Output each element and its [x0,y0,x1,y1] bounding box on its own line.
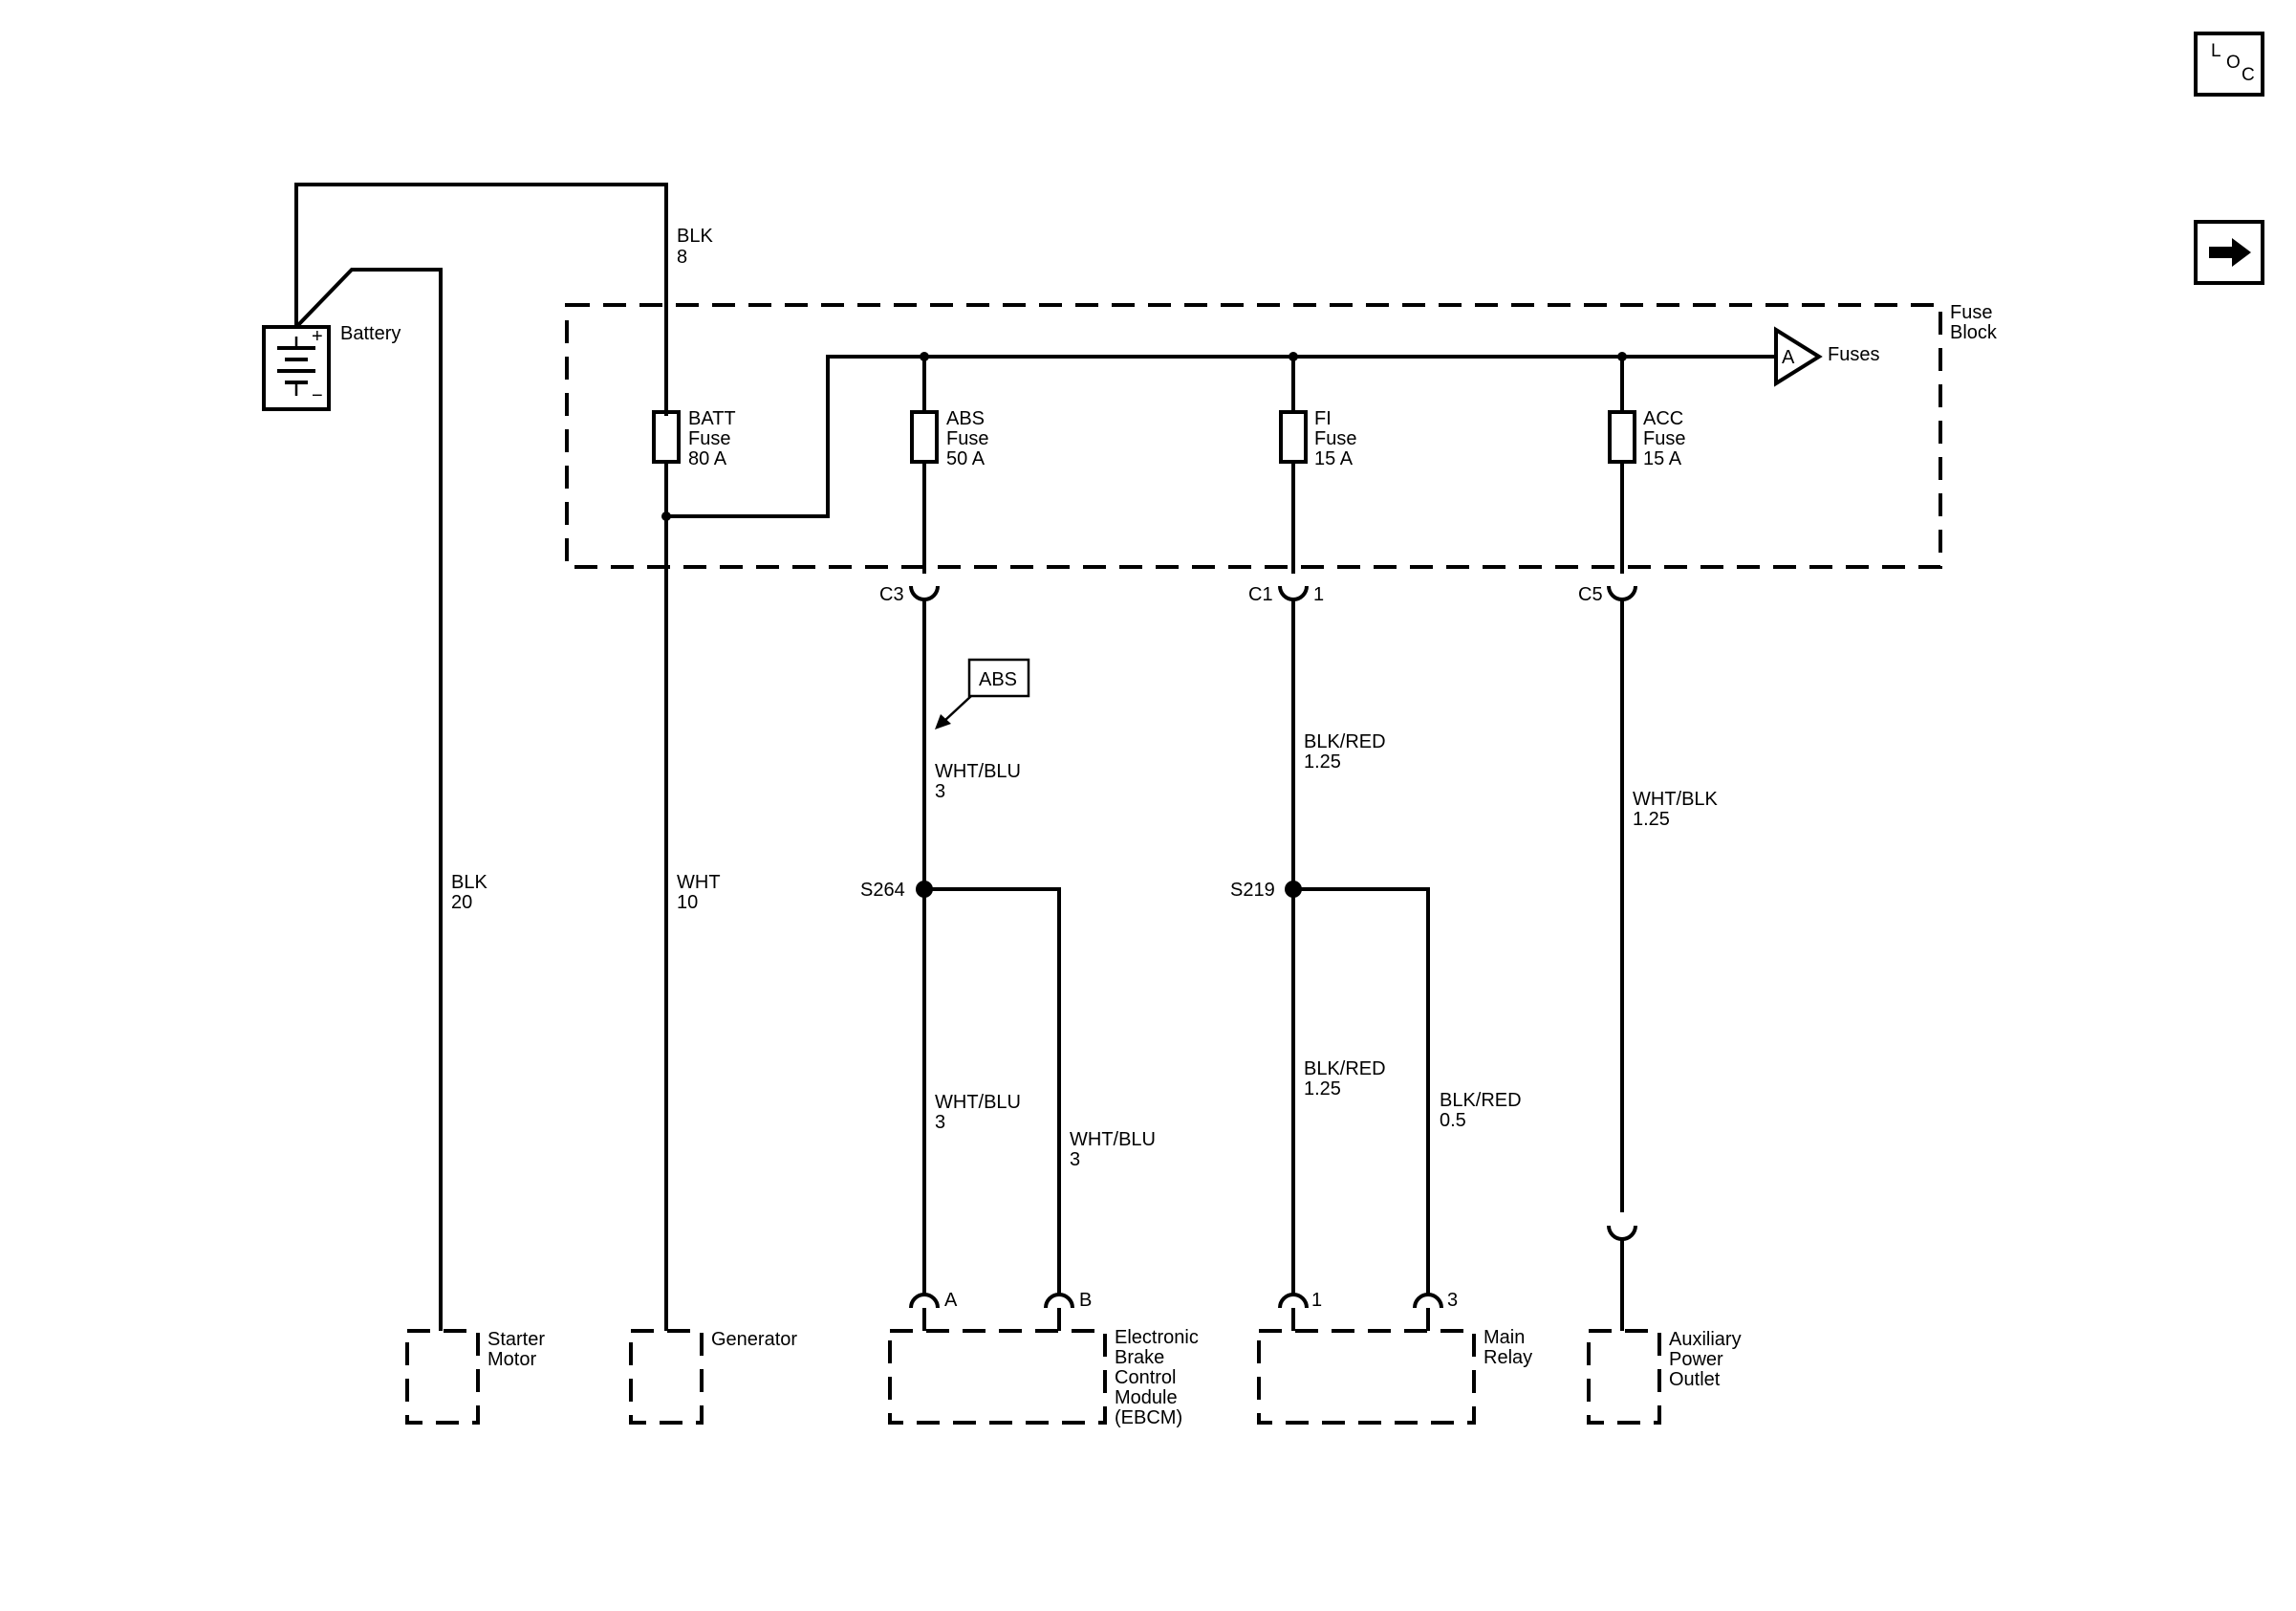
fi-fuse[interactable] [1279,410,1308,464]
batt-fuse-label: BATT Fuse 80 A [688,408,741,469]
location-letter-l: L [2211,41,2221,61]
batt-bus-junction [661,512,671,521]
connector-c1-pin: 1 [1313,584,1324,605]
relay-pin-3-connector[interactable] [1413,1293,1443,1309]
starter-motor-box[interactable] [405,1329,480,1425]
fuses-reference-arrow[interactable] [1774,326,1823,387]
ebcm-pin-b-label: B [1079,1290,1092,1311]
acc-fuse[interactable] [1608,410,1636,464]
wire-blk-8-color: BLK [677,226,713,247]
wire-blk-red-mid-color: BLK/RED [1304,1058,1386,1079]
connector-c3[interactable] [909,585,940,601]
wire-blk-20[interactable] [294,268,443,1331]
wire-wht-blk-color: WHT/BLK [1633,789,1719,810]
abs-tag-box[interactable] [967,658,1030,698]
ebcm-pin-a-connector[interactable] [909,1293,940,1309]
fuses-reference-label: Fuses [1828,344,1879,365]
arrow-right-icon [2209,238,2251,267]
generator-label: Generator [711,1329,797,1350]
next-page-button[interactable] [2194,220,2264,285]
abs-tag-arrowhead [935,714,951,729]
auxiliary-power-outlet-label: Auxiliary Power Outlet [1669,1329,1746,1390]
apo-inline-connector[interactable] [1607,1225,1637,1241]
auxiliary-power-outlet-box[interactable] [1587,1329,1661,1425]
connector-c1-label: C1 [1248,584,1273,605]
splice-s219-label: S219 [1230,880,1275,901]
main-relay-box[interactable] [1257,1329,1476,1425]
wire-wht-blu-branch-color: WHT/BLU [1070,1129,1156,1150]
wire-blk-red-top-color: BLK/RED [1304,731,1386,752]
fi-fuse-label: FI Fuse 15 A [1314,408,1362,469]
fuse-bus-bar [666,355,1776,518]
connector-c5[interactable] [1607,585,1637,601]
battery-plus-sign: + [312,326,323,347]
batt-fuse[interactable] [652,410,681,464]
relay-pin-3-label: 3 [1447,1290,1458,1311]
location-letter-c: C [2242,65,2255,85]
connector-c1[interactable] [1278,585,1309,601]
abs-fuse[interactable] [910,410,939,464]
abs-fuse-label: ABS Fuse 50 A [946,408,994,469]
fuses-reference-letter: A [1782,347,1795,368]
wire-blk-20-size: 20 [451,892,472,913]
wire-wht-blu-mid-color: WHT/BLU [935,1092,1021,1113]
battery-label: Battery [340,323,401,344]
wire-blk-red-mid-size: 1.25 [1304,1078,1341,1099]
wire-blk-8[interactable] [294,183,668,416]
main-relay-label: Main Relay [1484,1327,1532,1368]
wire-blk-red-branch[interactable] [1293,887,1430,1295]
wire-wht-blu-branch-size: 3 [1070,1149,1080,1170]
wire-wht-10-color: WHT [677,872,721,893]
wire-blk-red-branch-color: BLK/RED [1440,1090,1522,1111]
ebcm-pin-b-connector[interactable] [1044,1293,1074,1309]
wire-blk-red-top-size: 1.25 [1304,751,1341,773]
wire-wht-blu-top-color: WHT/BLU [935,761,1021,782]
wire-blk-20-color: BLK [451,872,487,893]
acc-fuse-label: ACC Fuse 15 A [1643,408,1691,469]
wire-wht-blu-branch[interactable] [924,887,1061,1295]
location-letter-o: O [2226,53,2241,73]
abs-tag-label: ABS [979,669,1017,690]
relay-pin-1-label: 1 [1311,1290,1322,1311]
fuse-block-outline [565,303,1942,569]
relay-pin-1-connector[interactable] [1278,1293,1309,1309]
ebcm-pin-a-label: A [944,1290,958,1311]
connector-c3-label: C3 [879,584,904,605]
wire-blk-8-size: 8 [677,247,687,268]
splice-s264-label: S264 [860,880,905,901]
wire-wht-blu-top-size: 3 [935,781,945,802]
wire-wht-blu-mid-size: 3 [935,1112,945,1133]
ebcm-label: Electronic Brake Control Module (EBCM) [1115,1327,1203,1428]
ebcm-box[interactable] [888,1329,1107,1425]
battery-minus-sign: − [312,385,323,406]
generator-box[interactable] [629,1329,704,1425]
wire-blk-red-branch-size: 0.5 [1440,1110,1466,1131]
location-button[interactable]: L O C [2194,32,2264,97]
starter-motor-label: Starter Motor [487,1329,551,1370]
fuse-block-label: Fuse Block [1950,302,1998,343]
connector-c5-label: C5 [1578,584,1603,605]
wire-wht-10-size: 10 [677,892,698,913]
wire-wht-blk-size: 1.25 [1633,809,1670,830]
